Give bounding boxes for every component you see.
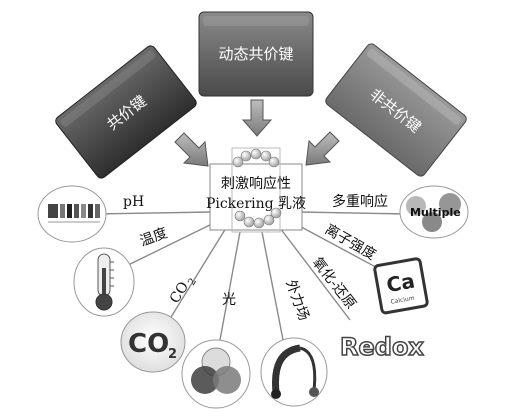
external-field-icon	[260, 337, 328, 407]
dynamic-covalent-label: 动态共价键	[218, 45, 293, 63]
arrow-diagonal-left-icon	[174, 132, 209, 167]
center-title-line1: 刺激响应性	[221, 175, 291, 192]
multiple-response-icon: Multiple	[399, 185, 469, 239]
arrow-diagonal-right-icon	[305, 131, 340, 166]
ph-indicator-icon	[37, 185, 107, 243]
center-emulsion-box: 刺激响应性 Pickering 乳液	[206, 147, 306, 233]
light-icon	[181, 339, 251, 409]
label-temperature: 温度	[138, 225, 170, 250]
label-ph: pH	[123, 194, 144, 210]
label-multiple: 多重响应	[332, 193, 388, 210]
noncovalent-box: 非共价键	[325, 43, 467, 177]
co2-icon-text: CO	[128, 329, 169, 359]
label-external-field: 外力场	[282, 278, 311, 323]
thermometer-icon	[73, 247, 135, 317]
label-redox: 氧化-还原	[309, 255, 359, 313]
calcium-element-icon: Ca Calcium	[373, 257, 429, 315]
redox-icon: Redox	[339, 332, 425, 362]
arrow-down-icon	[241, 99, 273, 137]
label-co2-sub: 2	[186, 276, 199, 287]
spoke-lines	[91, 211, 409, 357]
center-title-line2: Pickering 乳液	[206, 196, 306, 212]
calcium-name: Calcium	[390, 295, 415, 306]
co2-icon: CO 2	[120, 311, 186, 373]
label-light: 光	[222, 292, 236, 308]
calcium-symbol: Ca	[385, 269, 417, 298]
co2-icon-sub: 2	[168, 347, 177, 362]
label-co2: CO 2	[167, 276, 199, 306]
dynamic-covalent-box: 动态共价键	[198, 11, 314, 97]
redox-icon-text: Redox	[340, 333, 424, 361]
covalent-box: 共价键	[55, 45, 197, 179]
multiple-icon-text: Multiple	[410, 206, 461, 219]
pickering-droplet-icon	[232, 148, 282, 229]
